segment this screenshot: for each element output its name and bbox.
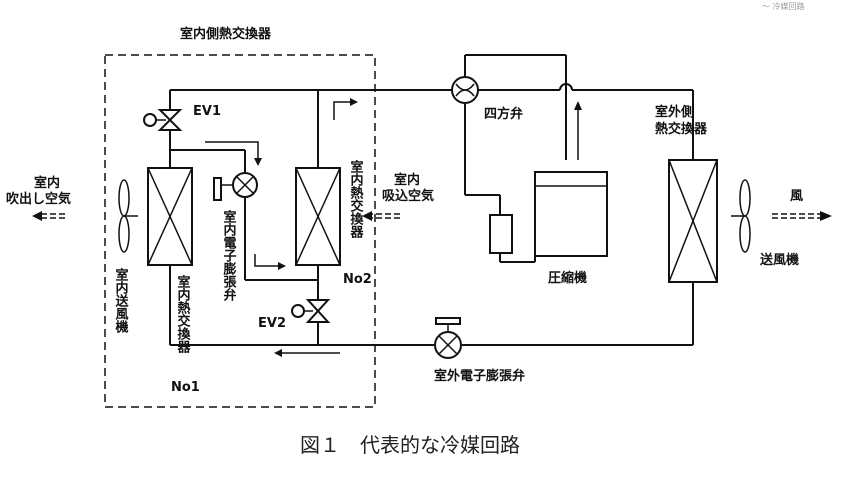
ev1-valve-icon xyxy=(143,109,183,131)
wind-label: 風 xyxy=(790,189,803,204)
piping xyxy=(169,54,694,346)
compressor-icon xyxy=(534,171,608,257)
flow-arrow-mid-icon xyxy=(205,141,262,166)
outdoor-fan-icon xyxy=(731,179,751,253)
indoor-fan-icon xyxy=(118,179,138,253)
four-way-valve-label: 四方弁 xyxy=(484,106,523,122)
outdoor-exchanger-label-2: 熱交換器 xyxy=(655,121,708,137)
flow-arrow-lower-icon xyxy=(254,254,286,270)
indoor-outlet-label-1: 室内 xyxy=(34,175,60,191)
outdoor-eev-icon xyxy=(434,317,462,359)
indoor-exchanger-title: 室内側熱交換器 xyxy=(180,26,272,42)
outdoor-heat-exchanger xyxy=(668,159,718,283)
indoor-hx1-number: No1 xyxy=(171,380,200,395)
outdoor-air-arrow-icon xyxy=(772,211,832,221)
four-way-valve-icon xyxy=(451,76,479,104)
indoor-return-label-2: 吸込空気 xyxy=(382,188,434,204)
indoor-hx2-label: 室内熱交換器 xyxy=(348,159,365,239)
ev2-valve-icon xyxy=(291,299,331,323)
indoor-heat-exchanger-1 xyxy=(147,167,193,266)
outdoor-exchanger-label-1: 室外側 xyxy=(655,104,694,120)
indoor-outlet-label-2: 吹出し空気 xyxy=(6,191,71,207)
indoor-return-label-1: 室内 xyxy=(394,172,420,188)
corner-text: ～ 冷媒回路 xyxy=(762,1,805,11)
indoor-return-air-arrow-icon xyxy=(362,211,400,221)
ev2-label: EV2 xyxy=(258,316,286,331)
indoor-unit-boundary xyxy=(104,54,376,408)
outdoor-fan-label: 送風機 xyxy=(759,252,799,268)
flow-arrow-top-icon xyxy=(333,98,358,120)
flow-arrow-bottom-icon xyxy=(274,349,340,357)
indoor-hx2-number: No2 xyxy=(343,272,372,287)
ev1-label: EV1 xyxy=(193,104,221,119)
indoor-hx1-label: 室内熱交換器 xyxy=(175,274,192,354)
indoor-eev-icon xyxy=(213,172,258,201)
outdoor-eev-label: 室外電子膨張弁 xyxy=(434,368,525,384)
compressor-label: 圧縮機 xyxy=(548,270,587,286)
accumulator-icon xyxy=(489,214,513,254)
indoor-heat-exchanger-2 xyxy=(295,167,341,266)
compressor-discharge-arrow-icon xyxy=(574,101,582,160)
indoor-eev-label: 室内電子膨張弁 xyxy=(221,209,238,302)
indoor-fan-label: 室内送風機 xyxy=(113,267,130,334)
indoor-outlet-air-arrow-icon xyxy=(32,211,65,221)
figure-caption: 図１ 代表的な冷媒回路 xyxy=(300,433,520,457)
